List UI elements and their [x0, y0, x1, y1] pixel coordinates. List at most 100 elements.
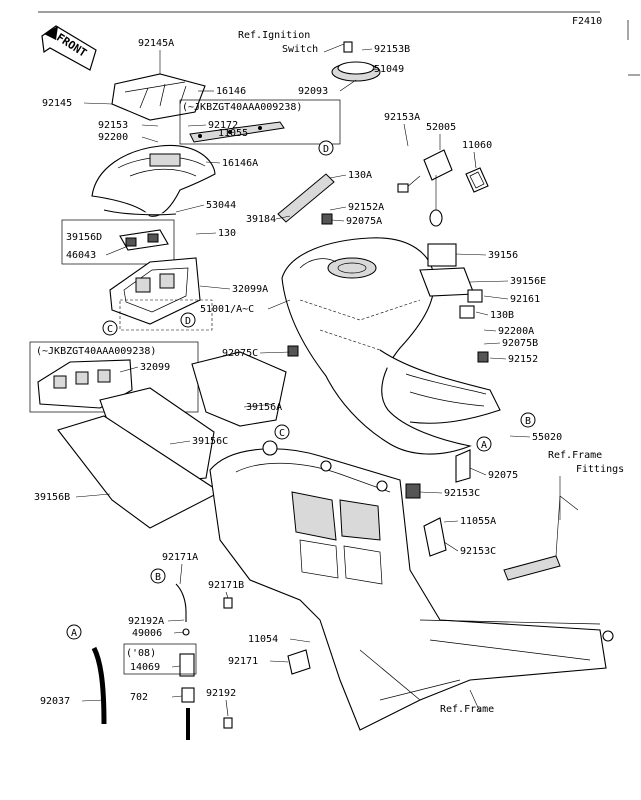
dashed-box-tray	[119, 299, 213, 331]
note-year: ('08)	[126, 648, 156, 659]
part-number-92037: 92037	[40, 696, 70, 707]
part-number-32099: 32099	[140, 362, 170, 373]
fuel-pump-52005	[397, 149, 453, 227]
bracket-11055	[189, 121, 285, 143]
ref-ignition-line2: Switch	[282, 44, 318, 55]
part-number-52005: 52005	[426, 122, 456, 133]
leader-line	[469, 280, 509, 283]
leader-line	[483, 342, 501, 345]
leader-line	[195, 232, 217, 235]
leader-line	[289, 638, 311, 643]
leader-line	[443, 520, 459, 523]
pad-39156e	[419, 267, 475, 297]
part-number-92192: 92192	[206, 688, 236, 699]
part-number-39184: 39184	[246, 214, 276, 225]
leader-line	[419, 491, 443, 494]
front-arrow-icon: FRONT	[41, 25, 97, 71]
leader-line	[81, 699, 105, 702]
svg-text:D: D	[185, 316, 191, 327]
note-box-39156d	[61, 219, 175, 265]
part-number-92153c: 92153C	[460, 546, 496, 557]
part-number-14069: 14069	[130, 662, 160, 673]
clamp-92171b	[223, 717, 233, 729]
leader-line	[75, 493, 111, 498]
leader-line	[361, 48, 373, 51]
part-number-16146: 16146	[216, 86, 246, 97]
svg-text:A: A	[71, 628, 77, 639]
leader-line	[473, 151, 477, 169]
bracket-39184	[277, 173, 335, 223]
part-number-16146a: 16146A	[222, 158, 258, 169]
leader-line	[119, 366, 139, 373]
leader-line	[455, 253, 487, 256]
part-number-130a: 130A	[348, 170, 372, 181]
leader-line	[187, 124, 207, 127]
part-number-11060: 11060	[462, 140, 492, 151]
part-number-92171b: 92171B	[208, 580, 244, 591]
part-number-92153c: 92153C	[444, 488, 480, 499]
leader-line	[141, 136, 159, 143]
svg-text:A: A	[481, 440, 487, 451]
part-number-39156b: 39156B	[34, 492, 70, 503]
leader-line	[331, 219, 345, 222]
leader-line	[83, 102, 113, 105]
part-number-11054: 11054	[248, 634, 278, 645]
leader-line	[475, 311, 489, 316]
svg-text:D: D	[323, 144, 329, 155]
marker-a: A	[66, 624, 82, 640]
fuel-tank-51001	[281, 237, 501, 455]
leader-line	[443, 541, 459, 552]
seal-53044	[103, 209, 177, 216]
part-number-130: 130	[218, 228, 236, 239]
damper-92161-b	[459, 305, 475, 319]
fuel-cap-51049	[331, 41, 381, 82]
part-number-39156d: 39156D	[66, 232, 102, 243]
damper-92075b	[477, 351, 489, 363]
part-number-92200a: 92200A	[498, 326, 534, 337]
part-number-49006: 49006	[132, 628, 162, 639]
bracket-11055a	[423, 517, 447, 557]
leader-line	[483, 329, 497, 332]
note-box-year	[123, 643, 197, 675]
part-number-51001-a-c: 51001/A~C	[200, 304, 254, 315]
leader-line	[243, 403, 275, 408]
part-number-92145: 92145	[42, 98, 72, 109]
damper-92075a	[321, 213, 333, 225]
part-number-39156c: 39156C	[192, 436, 228, 447]
leader-line	[267, 299, 291, 310]
leader-line	[469, 467, 487, 476]
part-number-92192a: 92192A	[128, 616, 164, 627]
part-number-702: 702	[130, 692, 148, 703]
leader-line	[329, 206, 347, 211]
leader-line	[171, 665, 181, 668]
ref-frame-fittings-line2: Fittings	[576, 464, 624, 475]
part-number-92171: 92171	[228, 656, 258, 667]
hose-92192	[175, 583, 190, 636]
leader-line	[225, 591, 229, 599]
part-number-53044: 53044	[206, 200, 236, 211]
cover-16146a	[91, 144, 216, 217]
svg-text:B: B	[155, 572, 161, 583]
damper-92075	[405, 483, 421, 499]
hose-92192a	[91, 646, 107, 725]
part-number-55020: 55020	[532, 432, 562, 443]
part-number-92093: 92093	[298, 86, 328, 97]
damper-39156d	[119, 229, 169, 251]
part-number-46043: 46043	[66, 250, 96, 261]
leader-line	[509, 435, 531, 438]
part-number-92152: 92152	[508, 354, 538, 365]
ref-frame: Ref.Frame	[440, 704, 494, 715]
leader-line	[339, 79, 357, 92]
part-number-92200: 92200	[98, 132, 128, 143]
part-number-92145a: 92145A	[138, 38, 174, 49]
part-number-130b: 130B	[490, 310, 514, 321]
marker-c: C	[274, 424, 290, 440]
note-box-upper	[179, 99, 341, 145]
leader-line	[179, 563, 183, 585]
leader-line	[199, 285, 231, 290]
part-number-51049: 51049	[374, 64, 404, 75]
bracket-11054	[287, 649, 311, 675]
part-number-92075b: 92075B	[502, 338, 538, 349]
